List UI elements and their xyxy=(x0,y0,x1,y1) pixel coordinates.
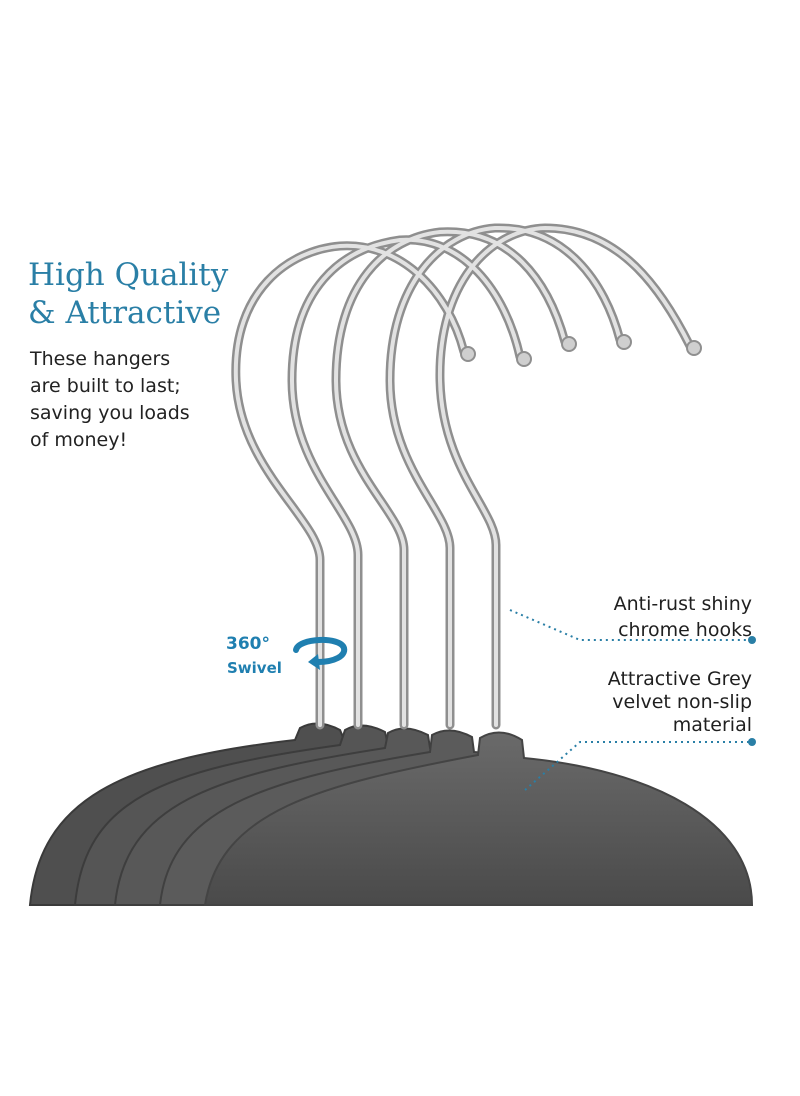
material-callout-line-2: velvet non-slip xyxy=(612,691,752,713)
headline-line-1: High Quality xyxy=(28,257,229,293)
headline-line-2: & Attractive xyxy=(28,295,222,331)
hooks-callout-line-2: chrome hooks xyxy=(618,619,752,641)
chrome-hooks xyxy=(231,223,702,730)
swivel-label: Swivel xyxy=(227,659,282,677)
body-text-line-4: of money! xyxy=(30,429,128,451)
swivel-arrow-icon xyxy=(293,636,348,670)
body-text-line-2: are built to last; xyxy=(30,375,181,397)
material-callout-line-1: Attractive Grey xyxy=(607,668,752,690)
hooks-callout-line-1: Anti-rust shiny xyxy=(613,593,752,615)
body-text-line-1: These hangers xyxy=(30,348,171,370)
callout-leaders xyxy=(509,609,756,791)
material-callout-line-3: material xyxy=(672,714,752,736)
swivel-degree-label: 360° xyxy=(226,634,270,654)
body-text-line-3: saving you loads xyxy=(30,402,190,424)
velvet-hanger-bodies xyxy=(28,722,754,906)
